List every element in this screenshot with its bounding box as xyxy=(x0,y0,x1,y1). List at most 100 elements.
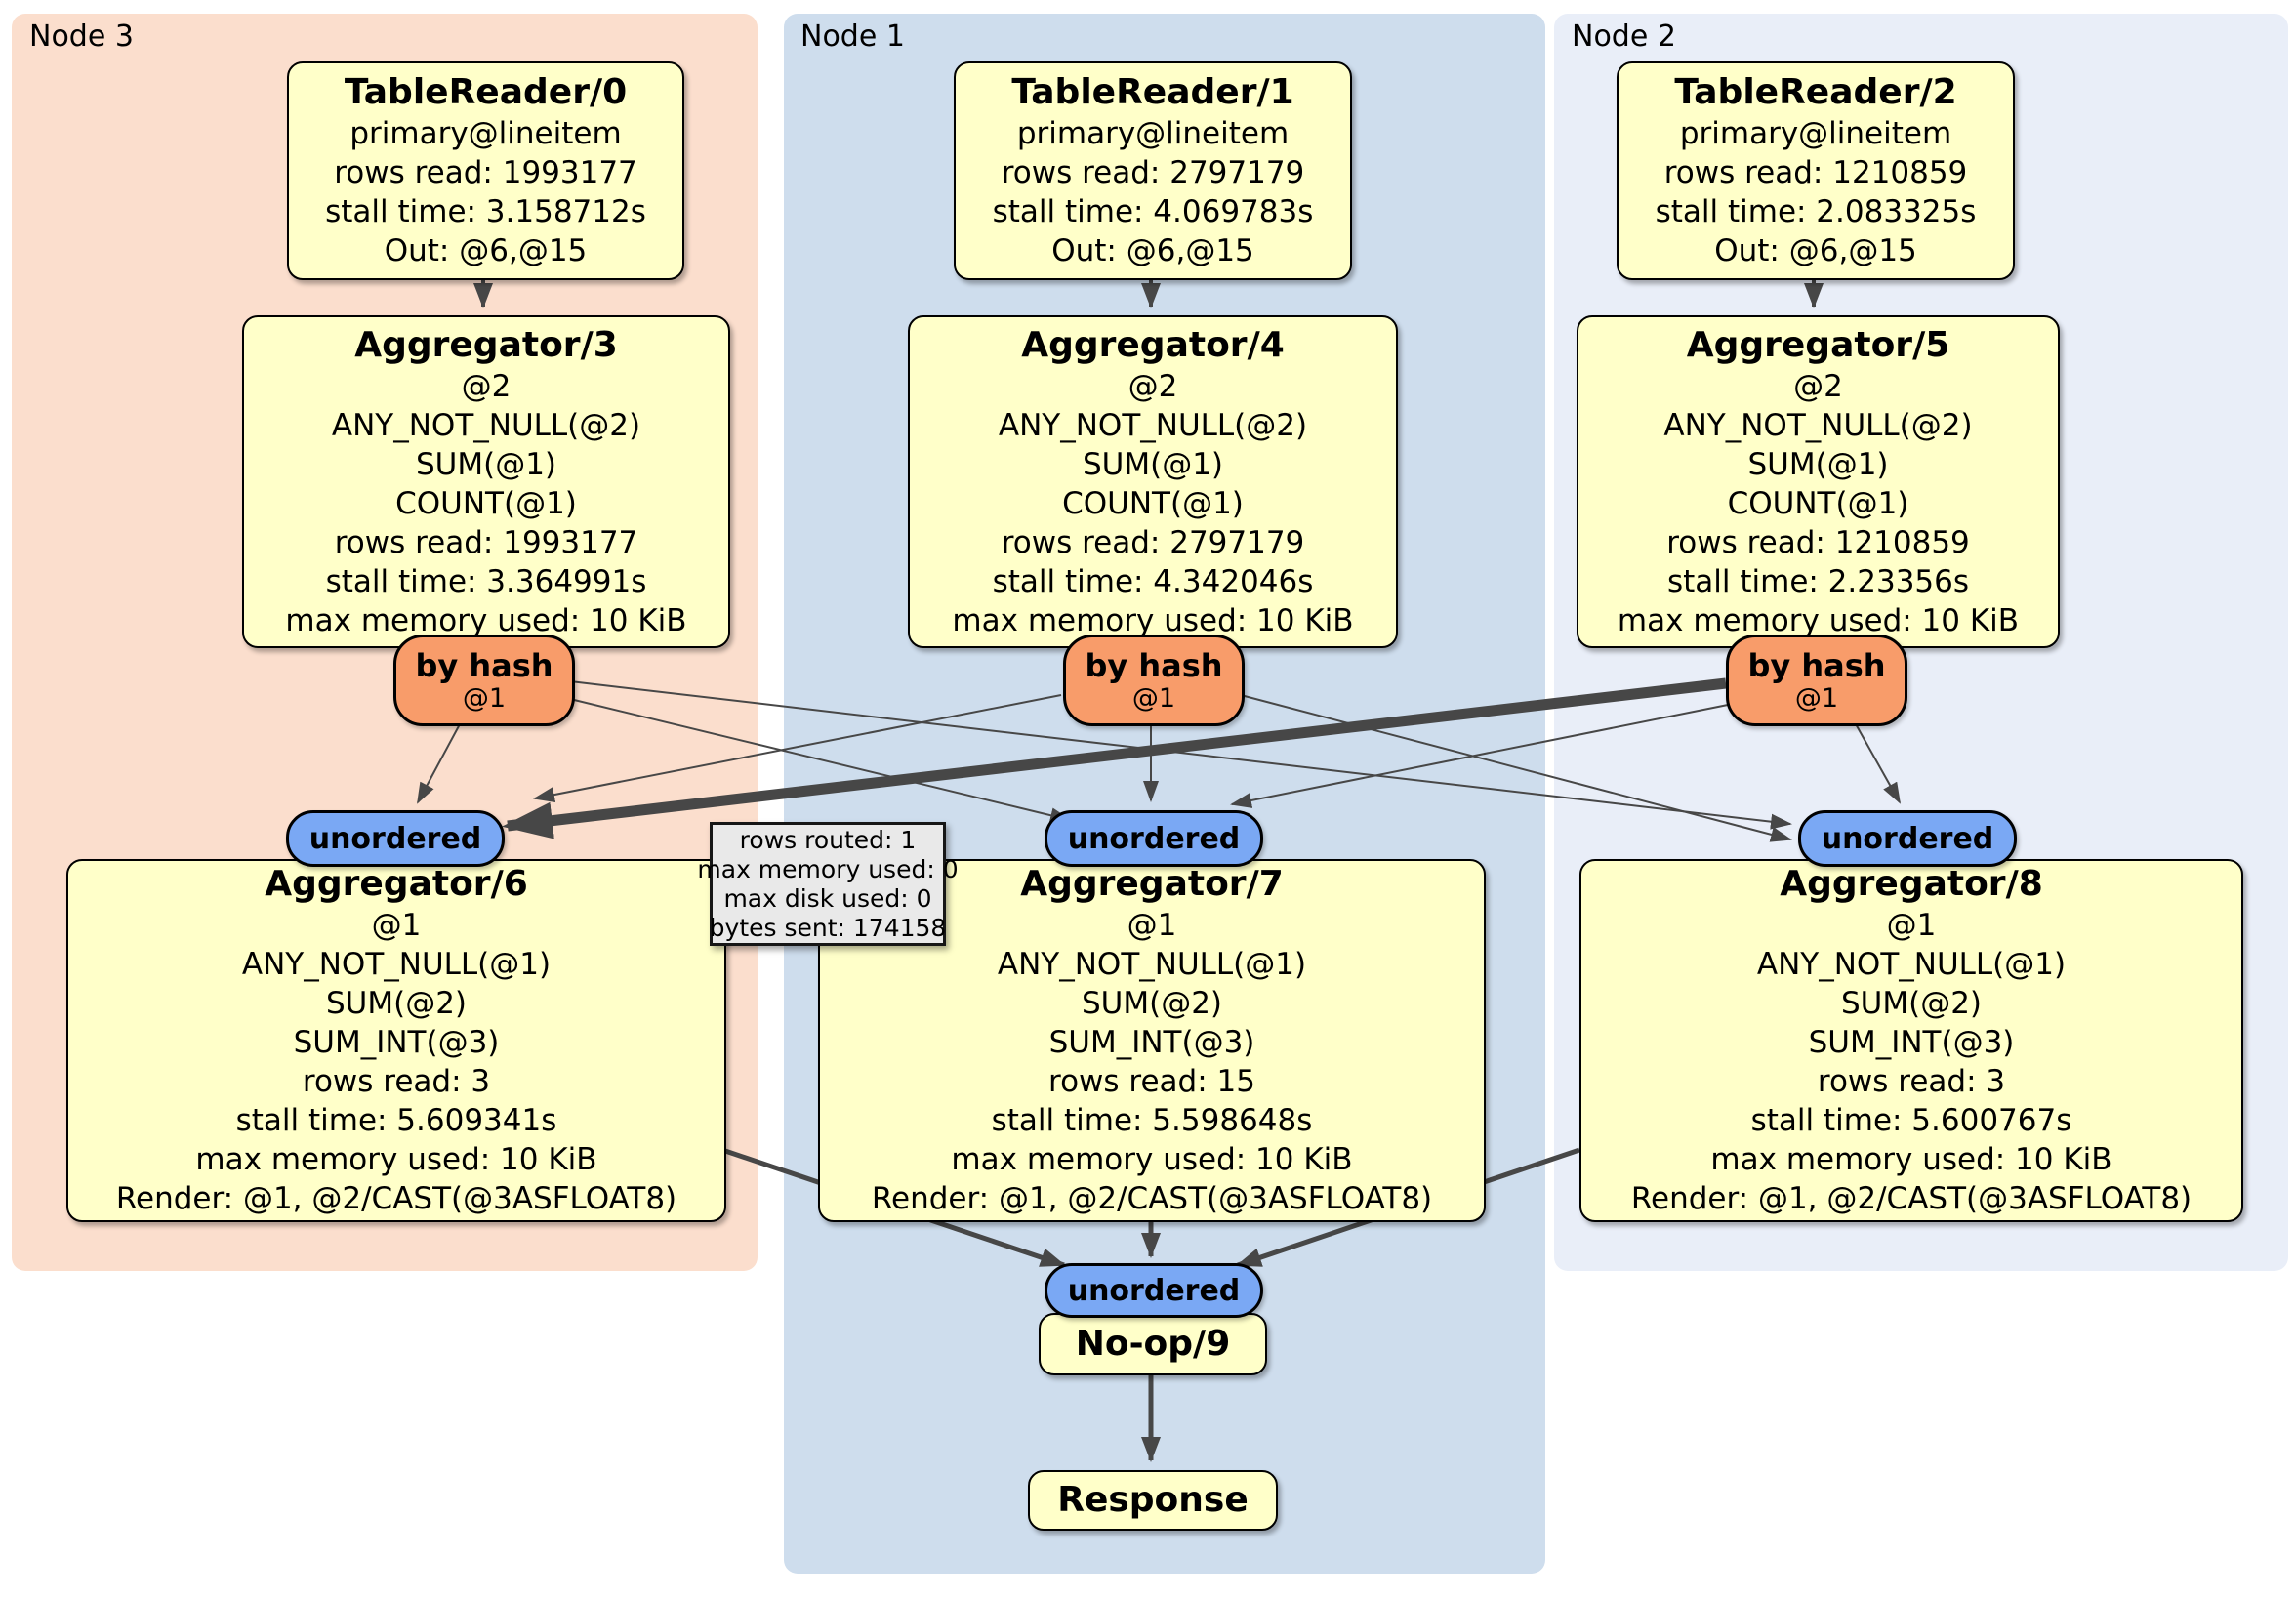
processor-stat-line: max memory used: 10 KiB xyxy=(952,602,1354,638)
router-by-hash-4: by hash @1 xyxy=(1063,635,1245,726)
processor-title: TableReader/0 xyxy=(344,72,628,112)
edge-stats-tooltip: rows routed: 1 max memory used: 0 max di… xyxy=(697,822,959,946)
processor-response: Response xyxy=(1028,1470,1278,1531)
processor-title: Aggregator/5 xyxy=(1686,324,1950,365)
sync-label: unordered xyxy=(1067,1273,1241,1308)
processor-stat-line: ANY_NOT_NULL(@2) xyxy=(331,407,641,443)
processor-stat-line: Out: @6,@15 xyxy=(1051,233,1254,268)
processor-stat-line: @1 xyxy=(1886,908,1937,943)
tooltip-stat-line: bytes sent: 174158 xyxy=(709,913,947,942)
edge-byhash5-unordered7[interactable] xyxy=(1230,704,1729,808)
processor-stat-line: @1 xyxy=(371,908,422,943)
processor-title: Aggregator/6 xyxy=(265,864,528,904)
processor-stat-line: SUM_INT(@3) xyxy=(293,1025,500,1060)
processor-title: TableReader/1 xyxy=(1011,72,1294,112)
processor-stat-line: Render: @1, @2/CAST(@3ASFLOAT8) xyxy=(871,1181,1433,1216)
processor-title: Response xyxy=(1057,1480,1249,1520)
processor-stat-line: primary@lineitem xyxy=(1016,116,1290,151)
processor-title: Aggregator/4 xyxy=(1021,324,1285,365)
router-by-hash-3: by hash @1 xyxy=(393,635,575,726)
processor-stat-line: stall time: 3.364991s xyxy=(325,563,647,599)
edge-byhash5-unordered6-thick[interactable] xyxy=(502,677,1727,839)
edge-byhash3-unordered7[interactable] xyxy=(569,698,1072,824)
processor-stat-line: rows read: 1210859 xyxy=(1663,155,1968,190)
processor-stat-line: max memory used: 10 KiB xyxy=(195,1142,597,1177)
sync-unordered-9: unordered xyxy=(1045,1263,1263,1318)
processor-stat-line: primary@lineitem xyxy=(349,116,622,151)
processor-stat-line: @2 xyxy=(1128,368,1178,404)
processor-stat-line: rows read: 1993177 xyxy=(334,524,638,560)
processor-stat-line: rows read: 3 xyxy=(302,1064,491,1099)
processor-stat-line: COUNT(@1) xyxy=(1727,485,1909,521)
processor-stat-line: stall time: 5.600767s xyxy=(1750,1103,2072,1138)
processor-aggregator-5: Aggregator/5 @2 ANY_NOT_NULL(@2) SUM(@1)… xyxy=(1577,315,2060,648)
processor-stat-line: SUM(@1) xyxy=(1747,446,1889,482)
edge-byhash4-unordered8[interactable] xyxy=(1240,694,1792,842)
processor-tablereader-1: TableReader/1 primary@lineitem rows read… xyxy=(954,61,1352,280)
processor-aggregator-6: Aggregator/6 @1 ANY_NOT_NULL(@1) SUM(@2)… xyxy=(66,859,726,1222)
sync-unordered-8: unordered xyxy=(1798,810,2017,867)
processor-stat-line: ANY_NOT_NULL(@1) xyxy=(241,947,552,982)
edge-byhash5-unordered8[interactable] xyxy=(1854,721,1901,804)
processor-stat-line: @2 xyxy=(1793,368,1843,404)
processor-noop-9: No-op/9 xyxy=(1039,1313,1267,1375)
processor-stat-line: Out: @6,@15 xyxy=(1714,233,1917,268)
processor-title: Aggregator/8 xyxy=(1780,864,2043,904)
panel-label-node1: Node 1 xyxy=(800,20,905,54)
processor-stat-line: rows read: 3 xyxy=(1817,1064,2006,1099)
processor-stat-line: max memory used: 10 KiB xyxy=(951,1142,1353,1177)
processor-stat-line: rows read: 2797179 xyxy=(1001,524,1305,560)
sync-label: unordered xyxy=(308,821,482,856)
processor-title: TableReader/2 xyxy=(1674,72,1957,112)
processor-stat-line: @2 xyxy=(461,368,512,404)
router-label: by hash xyxy=(415,647,554,684)
edge-byhash3-unordered8[interactable] xyxy=(569,680,1792,830)
sync-label: unordered xyxy=(1821,821,1994,856)
processor-stat-line: ANY_NOT_NULL(@2) xyxy=(1663,407,1973,443)
processor-stat-line: max memory used: 10 KiB xyxy=(285,602,687,638)
processor-stat-line: stall time: 5.598648s xyxy=(991,1103,1313,1138)
sync-unordered-6: unordered xyxy=(286,810,505,867)
panel-label-node3: Node 3 xyxy=(29,20,134,54)
processor-title: No-op/9 xyxy=(1075,1324,1231,1364)
processor-stat-line: max memory used: 10 KiB xyxy=(1710,1142,2112,1177)
tooltip-stat-line: rows routed: 1 xyxy=(739,825,917,854)
processor-stat-line: stall time: 3.158712s xyxy=(325,194,646,229)
processor-stat-line: Out: @6,@15 xyxy=(384,233,588,268)
processor-stat-line: SUM(@2) xyxy=(1081,986,1223,1021)
processor-aggregator-4: Aggregator/4 @2 ANY_NOT_NULL(@2) SUM(@1)… xyxy=(908,315,1398,648)
router-hash-column: @1 xyxy=(462,683,507,714)
processor-stat-line: rows read: 1210859 xyxy=(1666,524,1970,560)
router-hash-column: @1 xyxy=(1794,683,1839,714)
processor-stat-line: SUM(@1) xyxy=(1082,446,1224,482)
processor-stat-line: Render: @1, @2/CAST(@3ASFLOAT8) xyxy=(115,1181,677,1216)
processor-stat-line: SUM(@1) xyxy=(415,446,557,482)
processor-stat-line: COUNT(@1) xyxy=(1062,485,1244,521)
processor-stat-line: ANY_NOT_NULL(@2) xyxy=(998,407,1308,443)
processor-tablereader-0: TableReader/0 primary@lineitem rows read… xyxy=(287,61,684,280)
processor-stat-line: ANY_NOT_NULL(@1) xyxy=(1756,947,2067,982)
processor-stat-line: rows read: 15 xyxy=(1048,1064,1255,1099)
edge-byhash4-unordered6[interactable] xyxy=(533,694,1062,802)
processor-stat-line: rows read: 2797179 xyxy=(1001,155,1305,190)
router-label: by hash xyxy=(1085,647,1223,684)
processor-aggregator-8: Aggregator/8 @1 ANY_NOT_NULL(@1) SUM(@2)… xyxy=(1579,859,2243,1222)
processor-stat-line: stall time: 4.069783s xyxy=(992,194,1314,229)
router-hash-column: @1 xyxy=(1131,683,1176,714)
processor-stat-line: COUNT(@1) xyxy=(395,485,577,521)
processor-stat-line: SUM_INT(@3) xyxy=(1048,1025,1255,1060)
processor-stat-line: stall time: 5.609341s xyxy=(235,1103,557,1138)
sync-unordered-7: unordered xyxy=(1045,810,1263,867)
router-label: by hash xyxy=(1747,647,1886,684)
edge-byhash3-unordered6[interactable] xyxy=(417,721,462,804)
sync-label: unordered xyxy=(1067,821,1241,856)
processor-aggregator-3: Aggregator/3 @2 ANY_NOT_NULL(@2) SUM(@1)… xyxy=(242,315,730,648)
processor-stat-line: Render: @1, @2/CAST(@3ASFLOAT8) xyxy=(1630,1181,2193,1216)
processor-title: Aggregator/3 xyxy=(354,324,618,365)
processor-stat-line: ANY_NOT_NULL(@1) xyxy=(997,947,1307,982)
processor-stat-line: stall time: 4.342046s xyxy=(992,563,1314,599)
processor-stat-line: primary@lineitem xyxy=(1679,116,1952,151)
processor-title: Aggregator/7 xyxy=(1020,864,1284,904)
processor-stat-line: stall time: 2.083325s xyxy=(1655,194,1977,229)
